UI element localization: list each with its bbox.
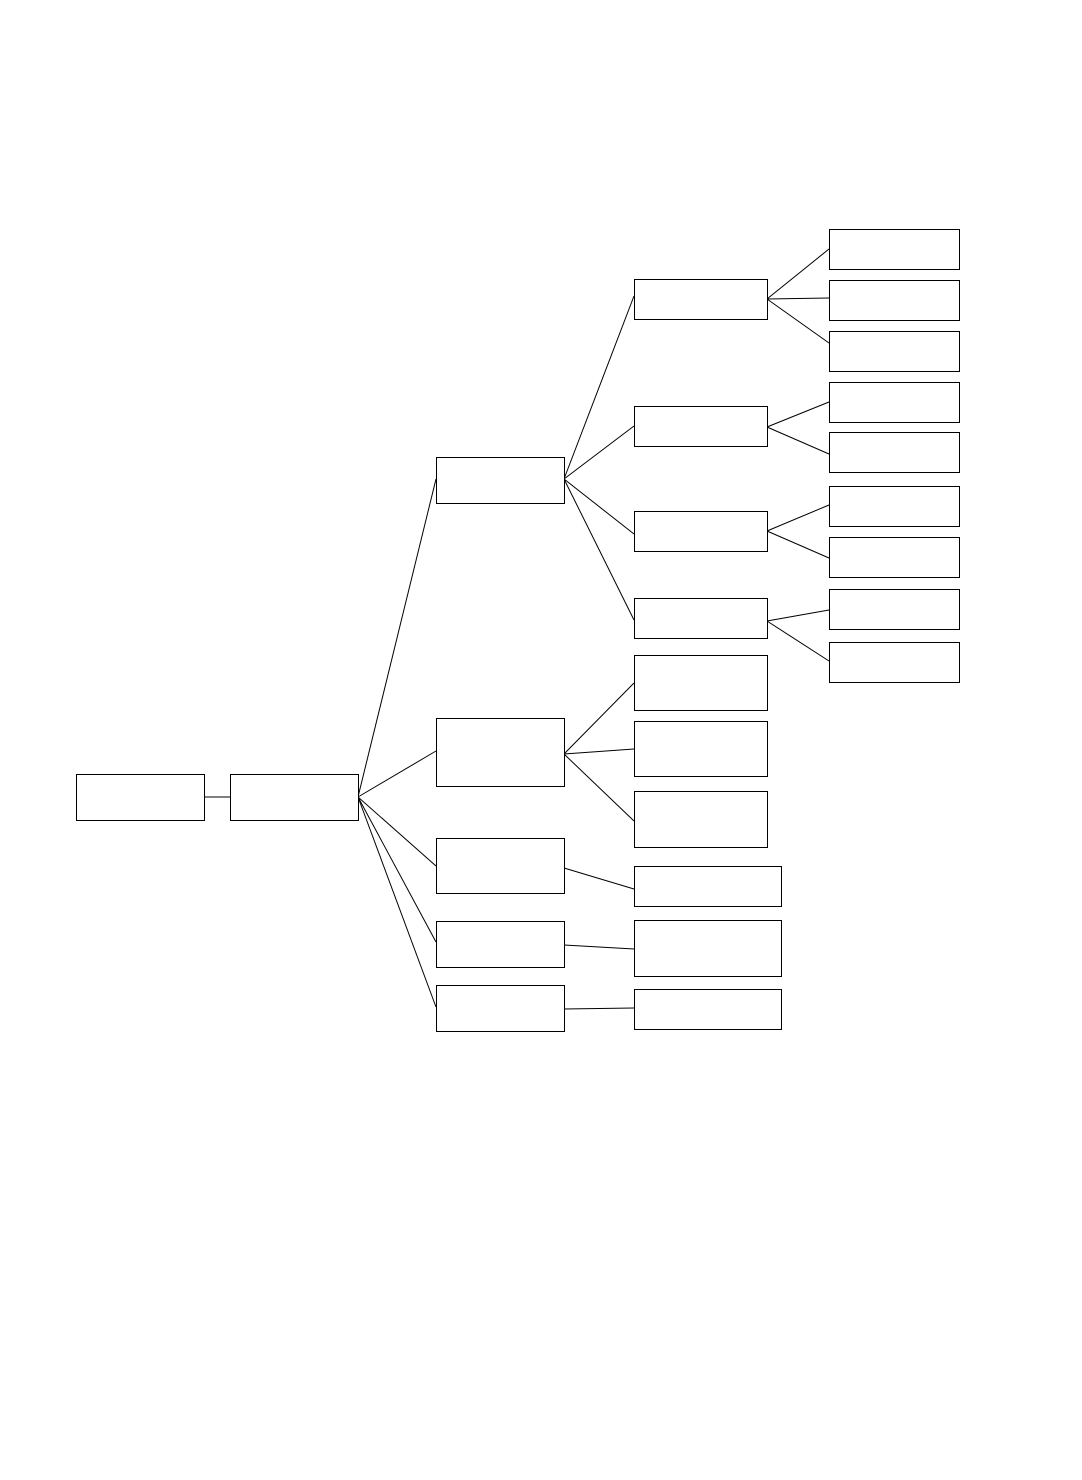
tree-node-n15	[829, 589, 960, 630]
connector-n4-n7	[766, 298, 830, 344]
tree-node-n11	[634, 511, 768, 552]
tree-node-n26	[634, 989, 782, 1030]
node-box-n15	[829, 589, 960, 630]
node-box-n18	[634, 655, 768, 711]
node-box-n9	[829, 382, 960, 423]
tree-node-n24	[634, 920, 782, 977]
node-box-n12	[829, 486, 960, 527]
node-box-n10	[829, 432, 960, 473]
node-box-n2	[230, 774, 359, 821]
connector-n14-n15	[766, 609, 830, 622]
connector-n3-n14	[563, 478, 635, 621]
tree-node-n23	[436, 921, 565, 968]
connector-n3-n4	[563, 295, 635, 480]
connector-n3-n11	[563, 478, 635, 535]
tree-node-n25	[436, 985, 565, 1032]
tree-node-n13	[829, 537, 960, 578]
tree-node-n1	[76, 774, 205, 821]
connector-n11-n13	[766, 530, 830, 559]
connector-n3-n8	[563, 425, 635, 480]
connector-n8-n9	[766, 401, 830, 428]
node-box-n14	[634, 598, 768, 639]
tree-node-n21	[436, 838, 565, 894]
node-box-n23	[436, 921, 565, 968]
node-box-n1	[76, 774, 205, 821]
connector-n11-n12	[766, 504, 830, 532]
connector-n14-n16	[766, 620, 830, 662]
node-box-n16	[829, 642, 960, 683]
tree-node-n12	[829, 486, 960, 527]
node-box-n20	[634, 791, 768, 848]
node-box-n7	[829, 331, 960, 372]
connector-n4-n5	[766, 248, 830, 300]
node-box-n19	[634, 721, 768, 777]
connector-n2-n23	[357, 796, 437, 943]
tree-node-n18	[634, 655, 768, 711]
connector-n21-n22	[563, 867, 635, 890]
node-box-n22	[634, 866, 782, 907]
node-box-n6	[829, 280, 960, 321]
node-box-n4	[634, 279, 768, 320]
tree-node-n14	[634, 598, 768, 639]
tree-node-n5	[829, 229, 960, 270]
connector-n23-n24	[563, 944, 635, 950]
tree-node-n22	[634, 866, 782, 907]
connector-n4-n6	[766, 297, 830, 300]
tree-node-n4	[634, 279, 768, 320]
connector-n2-n17	[357, 750, 437, 798]
node-box-n25	[436, 985, 565, 1032]
connector-n17-n18	[563, 682, 635, 755]
connector-n17-n19	[563, 748, 635, 755]
node-box-n24	[634, 920, 782, 977]
tree-node-n20	[634, 791, 768, 848]
tree-node-n7	[829, 331, 960, 372]
tree-node-n6	[829, 280, 960, 321]
connector-n2-n3	[357, 478, 437, 798]
node-box-n13	[829, 537, 960, 578]
tree-node-n19	[634, 721, 768, 777]
node-box-n5	[829, 229, 960, 270]
connector-n25-n26	[563, 1007, 635, 1010]
node-box-n21	[436, 838, 565, 894]
tree-node-n10	[829, 432, 960, 473]
node-box-n26	[634, 989, 782, 1030]
node-box-n17	[436, 718, 565, 787]
tree-nodes	[76, 229, 960, 1032]
tree-node-n3	[436, 457, 565, 504]
tree-node-n9	[829, 382, 960, 423]
tree-node-n8	[634, 406, 768, 447]
connector-n2-n25	[357, 796, 437, 1008]
connector-n17-n20	[563, 753, 635, 822]
tree-node-n2	[230, 774, 359, 821]
connector-n8-n10	[766, 426, 830, 455]
node-box-n3	[436, 457, 565, 504]
node-box-n8	[634, 406, 768, 447]
node-box-n11	[634, 511, 768, 552]
tree-node-n17	[436, 718, 565, 787]
connector-lines	[204, 248, 830, 1010]
connector-n2-n21	[357, 796, 437, 867]
tree-node-n16	[829, 642, 960, 683]
